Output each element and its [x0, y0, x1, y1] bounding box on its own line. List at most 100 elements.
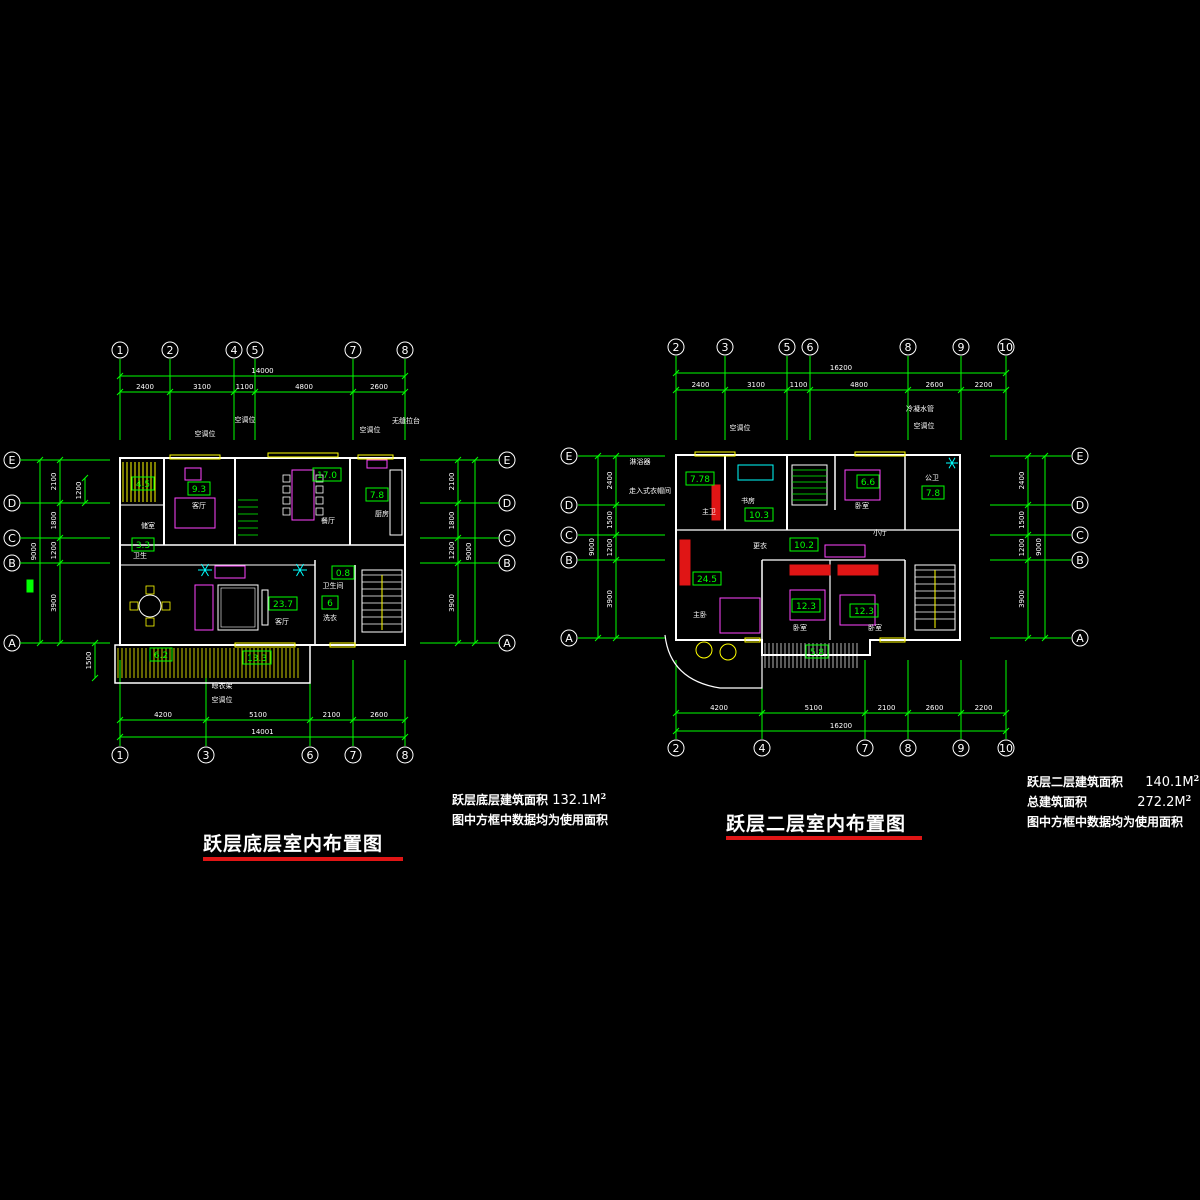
g-left-axis-D-label: D [8, 497, 16, 510]
g-top-dims-tick-5 [401, 388, 409, 396]
g-callout-1: 空调位 [360, 425, 381, 434]
g-area-4-value: 3.3 [136, 541, 150, 551]
u-top-axis-2-label: 2 [673, 341, 680, 354]
g-top-dims-tick-4 [349, 388, 357, 396]
g-window-3 [234, 642, 296, 648]
u-top-axis-6-circle [801, 338, 819, 356]
g-left-dims-label-0: 2100 [50, 473, 58, 491]
g-plant-1-leaf-1 [299, 569, 304, 577]
u-left-axis-A-circle [560, 629, 578, 647]
g-left-extra-tick-1 [81, 499, 89, 507]
u-right-dims-tick-2 [1024, 531, 1032, 539]
u-bottom-axis-2-circle [667, 739, 685, 757]
g-top-dims-tick-3 [251, 388, 259, 396]
g-bottom-axis-1-label: 1 [117, 749, 124, 762]
upper-plan-title: 跃层二层室内布置图 [726, 813, 907, 835]
g-chair-s [145, 617, 155, 627]
u-bottom-dims-tick-2 [861, 709, 869, 717]
u-top-dims-tick-0 [672, 386, 680, 394]
u-area-4-value: 10.2 [794, 541, 814, 551]
u-bottom-dims-tick-3 [904, 709, 912, 717]
g-bottom-dims-label-2: 2100 [323, 711, 341, 719]
g-right-total-tick-1 [471, 639, 479, 647]
g-round-table [138, 594, 162, 618]
u-bed-3 [839, 594, 876, 626]
upper-total-note: 总建筑面积 272.2M2 [1027, 793, 1191, 810]
u-right-dims-tick-0 [1024, 452, 1032, 460]
g-window-1 [267, 452, 339, 458]
u-area-4-box [789, 537, 819, 552]
g-left-extra-tick-0 [81, 474, 89, 482]
u-callout-2: 空调位 [914, 421, 935, 430]
g-callout-4: 晾衣架 [212, 681, 233, 690]
g-callout-0: 空调位 [195, 429, 216, 438]
g-left-axis-C-label: C [8, 532, 16, 545]
upper-usage-note: 图中方框中数据均为使用面积 [1027, 815, 1184, 829]
g-top-axis-1-label: 1 [117, 344, 124, 357]
ground-area-sup: 2 [600, 791, 607, 801]
g-top-axis-5-label: 5 [252, 344, 259, 357]
u-bottom-axis-10-circle [997, 739, 1015, 757]
u-left-dims-label-1: 1500 [606, 511, 614, 529]
g-balcony-hatch [117, 648, 299, 678]
u-bottom-dims-label-1: 5100 [805, 704, 823, 712]
g-bottom-dims-tick-2 [306, 716, 314, 724]
ground-plan-title: 跃层底层室内布置图 [203, 833, 384, 855]
u-right-dims-label-2: 1200 [1018, 539, 1026, 557]
u-room-label-2: 公卫 [925, 474, 939, 482]
u-left-dims-label-0: 2400 [606, 472, 614, 490]
g-rug [220, 587, 256, 628]
g-room-label-4: 卫生 [133, 551, 147, 560]
ground-usage-note: 图中方框中数据均为使用面积 [452, 813, 609, 827]
u-callout-0: 空调位 [730, 423, 751, 432]
u-room-label-4: 小厅 [873, 528, 887, 537]
u-right-axis-A-label: A [1076, 632, 1084, 645]
g-right-axis-B-label: B [503, 557, 511, 570]
u-left-total-tick-0 [594, 452, 602, 460]
g-top-axis-4-label: 4 [231, 344, 238, 357]
g-bottom-axis-6-circle [301, 746, 319, 764]
g-right-dims-label-2: 1200 [448, 542, 456, 560]
u-area-3-box [921, 485, 945, 500]
g-room-label-6: 洗衣 [323, 613, 337, 622]
g-right-dims-label-1: 1800 [448, 512, 456, 530]
g-bottom-dims-tick-3 [349, 716, 357, 724]
u-bottom-axis-4-circle [753, 739, 771, 757]
u-bottom-dims-label-2: 2100 [878, 704, 896, 712]
u-bottom-total-label-0: 16200 [830, 722, 852, 730]
u-top-dims-label-4: 2600 [926, 381, 944, 389]
g-area-6-box [331, 565, 355, 580]
u-top-dims-label-1: 3100 [747, 381, 765, 389]
g-area-9-value: 13.3 [247, 654, 267, 664]
g-callout-3: 空调位 [235, 415, 256, 424]
u-bed-4 [844, 469, 881, 501]
u-room-label-6: 卧室 [793, 623, 807, 632]
u-bottom-axis-10-label: 10 [999, 742, 1013, 755]
u-area-7-value: 12.3 [854, 607, 874, 617]
u-top-axis-8-circle [899, 338, 917, 356]
g-right-axis-D-label: D [503, 497, 511, 510]
u-top-total-label-0: 16200 [830, 364, 852, 372]
g-room-label-5: 客厅 [275, 617, 289, 626]
g-kitchen-counter [389, 469, 403, 536]
g-area-5-value: 23.7 [273, 600, 293, 610]
u-wardrobe-bath [711, 484, 721, 521]
g-area-8-value: 6.2 [154, 651, 168, 661]
g-sofa-top [214, 565, 246, 579]
g-left-total-tick-1 [36, 639, 44, 647]
g-chair-e [161, 601, 171, 611]
g-dining-chair-l-1 [282, 485, 291, 494]
u-top-axis-9-circle [952, 338, 970, 356]
g-desk [184, 467, 202, 481]
g-coffee-table [217, 584, 259, 631]
g-bottom-total-tick-0 [116, 733, 124, 741]
u-area-3-value: 7.8 [926, 489, 941, 499]
g-top-dims-label-1: 3100 [193, 383, 211, 391]
ground-area-label: 跃层底层建筑面积 [452, 793, 549, 807]
u-left-dims-tick-1 [612, 501, 620, 509]
u-room-label-5: 主卧 [693, 610, 707, 619]
g-top-axis-8-circle [396, 341, 414, 359]
u-stair-lower [914, 564, 956, 631]
upper-area-value: 140.1M [1145, 775, 1194, 790]
